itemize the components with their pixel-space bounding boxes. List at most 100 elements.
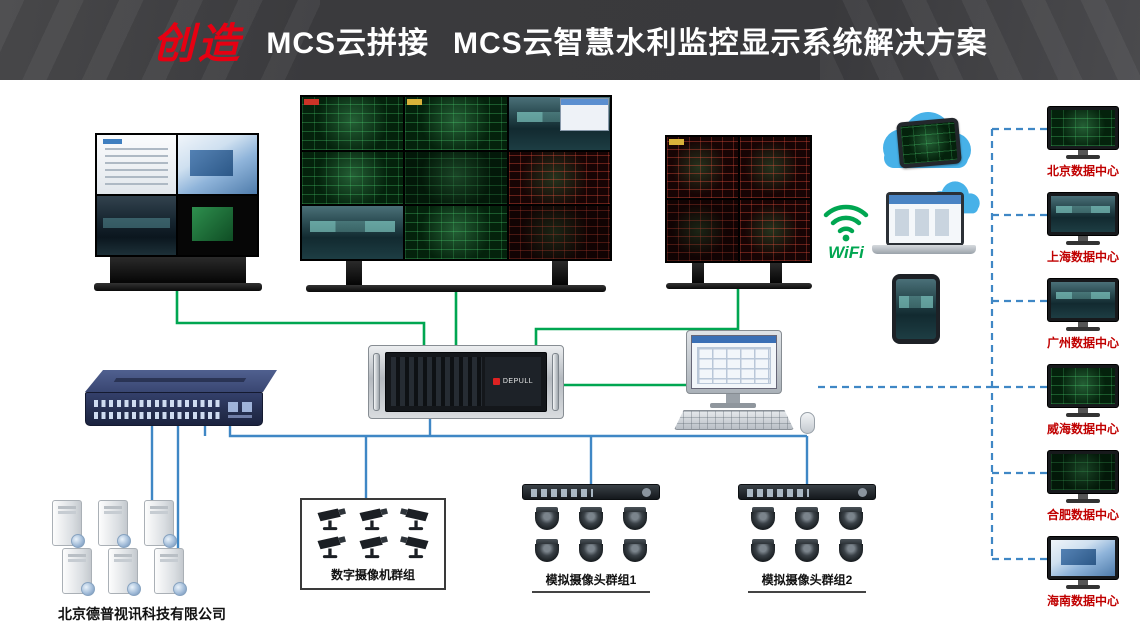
wall-screen (302, 151, 404, 205)
dome-camera-icon (750, 507, 776, 531)
dome-camera-icon (622, 539, 648, 563)
pc-tower (52, 500, 85, 548)
wifi-label: WiFi (828, 243, 864, 262)
camera-grid (534, 507, 648, 563)
monitor-screen (1051, 282, 1115, 318)
pc-tower (98, 500, 131, 548)
mcs-controller-server: DEPULL (368, 345, 564, 419)
workstation-screen (691, 335, 777, 389)
switch-port-panel (85, 392, 263, 426)
monitor-base (1066, 585, 1100, 589)
wall-screen (739, 137, 810, 198)
video-wall-right (665, 135, 812, 263)
network-switch (85, 370, 277, 428)
tablet-device (896, 117, 962, 169)
dome-camera-icon (578, 507, 604, 531)
pc-tower (144, 500, 177, 548)
controller-front-panel: DEPULL (385, 352, 547, 412)
digital-camera-group: 数字摄像机群组 (300, 498, 446, 590)
camera-grid (750, 507, 864, 563)
data-center-label: 北京数据中心 (1046, 164, 1119, 178)
monitor-stand (1078, 408, 1088, 413)
monitor-stand (1078, 580, 1088, 585)
data-center-label: 威海数据中心 (1046, 422, 1119, 436)
dome-camera-icon (838, 539, 864, 563)
wall-screen (178, 196, 257, 255)
cctv-camera-icon (359, 508, 388, 531)
monitor-base (1066, 499, 1100, 503)
page-title-part2: MCS云智慧水利监控显示系统解决方案 (453, 27, 988, 60)
mouse (800, 412, 815, 434)
pc-tower (62, 548, 95, 596)
monitor-screen (1051, 110, 1115, 146)
cctv-camera-icon (400, 536, 429, 559)
monitor-screen (1051, 196, 1115, 232)
wall-stand-base (666, 283, 812, 289)
monitor-icon (1047, 364, 1119, 408)
monitor-icon (1047, 450, 1119, 494)
wall-screen (97, 135, 176, 194)
dome-camera-icon (794, 539, 820, 563)
switch-top-face (85, 370, 277, 392)
wall-stand (552, 261, 568, 285)
wall-stand (692, 263, 704, 283)
controller-brand: DEPULL (502, 378, 534, 385)
control-keypad (697, 347, 771, 384)
wall-screen (508, 151, 610, 205)
analog-camera-group-1: 模拟摄像头群组1 (520, 484, 662, 593)
video-wall-center (300, 95, 612, 261)
data-center-item: 北京数据中心 (1036, 106, 1130, 179)
data-center-label: 广州数据中心 (1046, 336, 1119, 350)
pc-tower (154, 548, 187, 596)
dvr-device (522, 484, 660, 500)
monitor-icon (1047, 536, 1119, 580)
phone-screen (896, 279, 936, 339)
cctv-camera-icon (317, 508, 346, 531)
wall-stand-base (306, 285, 606, 292)
wall-screen (405, 97, 507, 150)
wall-screen (667, 200, 738, 261)
controller-vents (391, 357, 482, 406)
monitor-base (1066, 327, 1100, 331)
wall-stand (346, 261, 362, 285)
group-label: 模拟摄像头群组2 (748, 571, 866, 593)
data-center-item: 海南数据中心 (1036, 536, 1130, 609)
dome-camera-icon (838, 507, 864, 531)
wall-screen (405, 151, 507, 205)
rack-handle (373, 353, 380, 411)
dome-camera-icon (622, 507, 648, 531)
company-name: 北京德普视讯科技有限公司 (58, 606, 226, 622)
wall-screen (405, 206, 507, 259)
wall-screen (508, 206, 610, 259)
monitor-base (1066, 241, 1100, 245)
wall-screen (739, 200, 810, 261)
wall-screen (302, 206, 404, 259)
monitor-stand (726, 394, 740, 403)
monitor-screen (1051, 368, 1115, 404)
cctv-camera-icon (359, 536, 388, 559)
dome-camera-icon (750, 539, 776, 563)
monitor-icon (1047, 106, 1119, 150)
tablet-screen (900, 121, 958, 165)
controller-brand-panel: DEPULL (485, 357, 541, 406)
workstation-monitor (686, 330, 782, 394)
video-wall-left (95, 133, 259, 257)
monitor-screen (1051, 540, 1115, 576)
data-center-label: 海南数据中心 (1046, 594, 1119, 608)
rack-handle (552, 353, 559, 411)
keyboard (674, 410, 794, 430)
cctv-camera-icon (317, 536, 346, 559)
monitor-stand (1078, 236, 1088, 241)
camera-grid (316, 507, 430, 559)
monitor-base (1066, 413, 1100, 417)
monitor-base (1066, 155, 1100, 159)
group-label: 模拟摄像头群组1 (532, 571, 650, 593)
wall-stand-base (94, 283, 262, 291)
analog-camera-group-2: 模拟摄像头群组2 (736, 484, 878, 593)
data-center-label: 上海数据中心 (1046, 250, 1119, 264)
wall-screen (178, 135, 257, 194)
brand-logo-mark (492, 378, 500, 385)
cctv-camera-icon (400, 508, 429, 531)
